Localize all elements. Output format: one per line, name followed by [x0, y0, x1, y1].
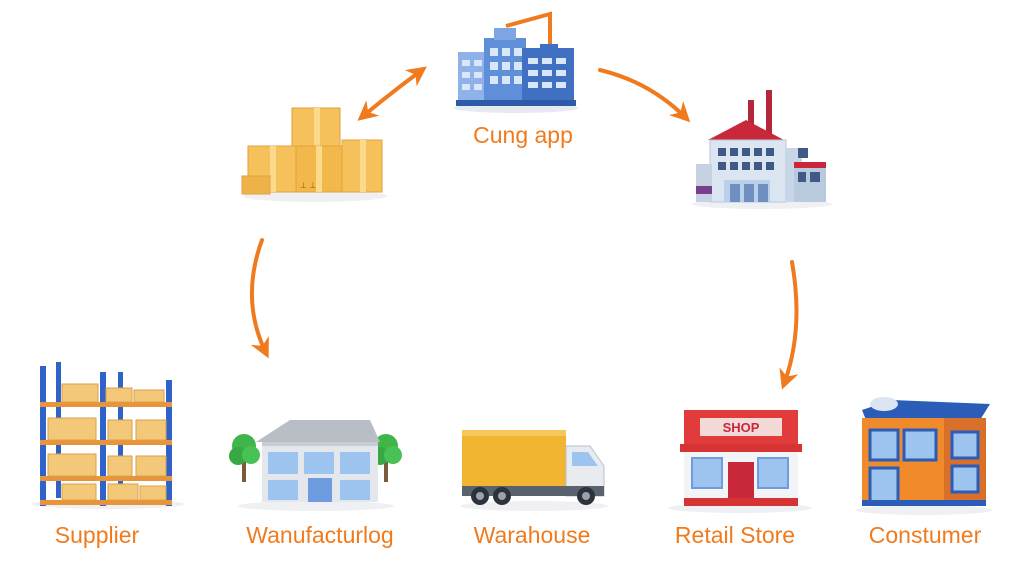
consumer-label: Constumer [868, 522, 982, 548]
cardboard-boxes-icon: ⊥ ⊥ [241, 107, 387, 202]
retail-store-icon: SHOP [668, 410, 812, 513]
cung-app-label: Cung app [473, 122, 573, 148]
supplier-label: Supplier [54, 522, 140, 548]
arrow-icon [598, 68, 691, 123]
arrow-icon [249, 238, 269, 359]
warehouse-label: Warahouse [473, 522, 591, 548]
shop-sign: SHOP [723, 420, 760, 435]
factory-building-icon [692, 90, 832, 209]
double-arrow-icon [357, 66, 427, 121]
arrow-icon [779, 260, 799, 390]
delivery-truck-icon [460, 430, 608, 511]
factory-tower-icon [454, 11, 578, 113]
tree-icon [229, 434, 260, 482]
consumer-building-icon [856, 397, 992, 515]
svg-text:⊥ ⊥: ⊥ ⊥ [300, 181, 317, 190]
retail-store-label: Retail Store [674, 522, 796, 548]
manufacturing-plant-icon [229, 420, 402, 511]
manufacturing-label: Wanufacturlog [246, 522, 394, 548]
warehouse-shelving-icon [32, 362, 184, 509]
